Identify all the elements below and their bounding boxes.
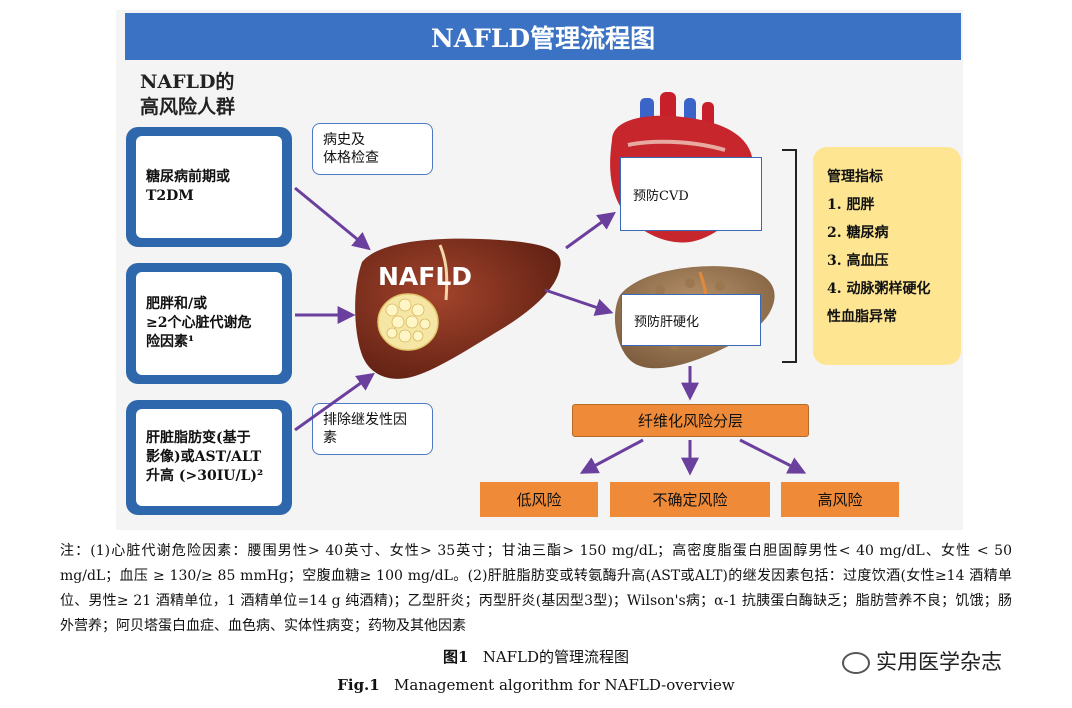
nafld-label: NAFLD <box>378 262 473 291</box>
risk-box-prediabetes: 糖尿病前期或 T2DM <box>126 127 292 247</box>
figure-label-en: Fig.1 <box>337 676 380 694</box>
arrow-steatosis-to-nafld <box>294 372 375 432</box>
watermark-text: 实用医学杂志 <box>876 650 1002 674</box>
note-exclude-secondary: 排除继发性因 素 <box>312 403 433 455</box>
low-risk-box: 低风险 <box>480 482 598 517</box>
arrow-prediabetes-to-nafld <box>294 186 371 251</box>
high-risk-box: 高风险 <box>781 482 899 517</box>
figure-title-en: Management algorithm for NAFLD-overview <box>394 676 735 694</box>
arrow-to-low-risk <box>579 438 644 474</box>
management-item: 3. 高血压 <box>827 253 889 269</box>
fibrosis-stratification-box: 纤维化风险分层 <box>572 404 809 437</box>
figure-caption-en: Fig.1 Management algorithm for NAFLD-ove… <box>0 676 1072 694</box>
footnote: 注：(1)心脏代谢危险因素：腰围男性> 40英寸、女性> 35英寸；甘油三酯> … <box>60 543 1012 634</box>
management-indicators-box: 管理指标 1. 肥胖 2. 糖尿病 3. 高血压 4. 动脉粥样硬化 性血脂异常 <box>813 147 961 365</box>
wechat-icon <box>842 652 870 674</box>
management-item: 性血脂异常 <box>827 309 897 325</box>
management-heading: 管理指标 <box>827 169 883 185</box>
risk-label-obesity: 肥胖和/或 ≥2个心脏代谢危 险因素¹ <box>136 272 282 375</box>
management-item: 1. 肥胖 <box>827 197 875 213</box>
uncertain-risk-box: 不确定风险 <box>610 482 770 517</box>
management-item: 4. 动脉粥样硬化 <box>827 281 931 297</box>
prevent-cvd-box: 预防CVD <box>620 157 762 231</box>
arrow-nafld-to-cvd <box>565 211 616 250</box>
bracket <box>782 149 797 363</box>
figure-title-cn: NAFLD的管理流程图 <box>482 648 630 666</box>
prevent-cirrhosis-box: 预防肝硬化 <box>621 294 761 346</box>
arrow-nafld-to-cirrhosis <box>544 288 614 316</box>
risk-box-steatosis: 肝脏脂肪变(基于 影像)或AST/ALT 升高 (>30IU/L)² <box>126 400 292 515</box>
diagram-title: NAFLD管理流程图 <box>125 13 961 60</box>
liver-icon <box>355 238 561 379</box>
risk-label-steatosis: 肝脏脂肪变(基于 影像)或AST/ALT 升高 (>30IU/L)² <box>136 409 282 506</box>
risk-label-prediabetes: 糖尿病前期或 T2DM <box>136 136 282 238</box>
arrow-to-high-risk <box>739 438 807 474</box>
management-item: 2. 糖尿病 <box>827 225 889 241</box>
note-history-exam: 病史及 体格检查 <box>312 123 433 175</box>
figure-caption-cn: 图1 NAFLD的管理流程图 <box>0 646 1072 667</box>
figure-label-cn: 图1 <box>442 648 469 666</box>
watermark: 实用医学杂志 <box>842 646 1002 676</box>
high-risk-heading: NAFLD的 高风险人群 <box>140 71 236 118</box>
risk-box-obesity: 肥胖和/或 ≥2个心脏代谢危 险因素¹ <box>126 263 292 384</box>
